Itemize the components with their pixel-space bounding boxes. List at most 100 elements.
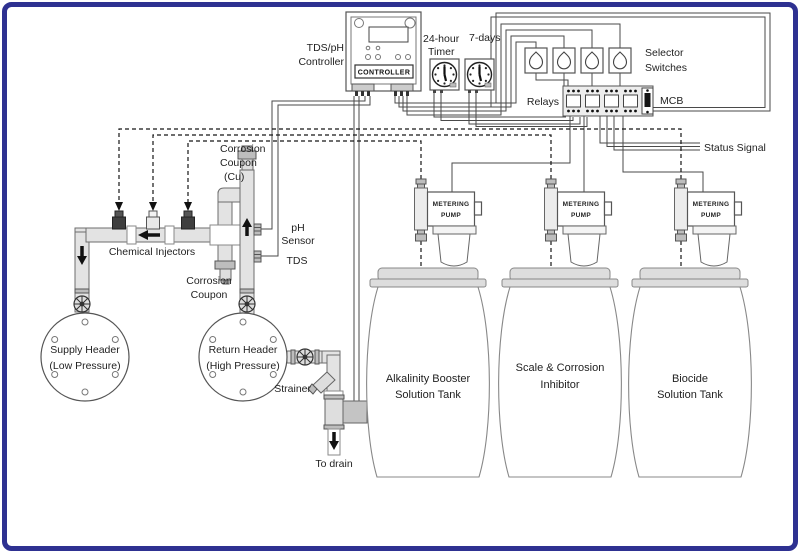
coupon-cu-collar [241, 158, 254, 171]
supply-header-label-2: (Low Pressure) [49, 360, 120, 372]
strainer-label: Strainer [274, 383, 311, 395]
drain-solenoid [342, 400, 368, 424]
tds-ph-controller: CONTROLLER TDS/pH Controller [298, 11, 422, 96]
coupon-label-2: Coupon [191, 289, 228, 301]
controller-screw-right [404, 17, 416, 29]
selector-label-2: Switches [645, 62, 687, 74]
controller-terminal-right [390, 83, 414, 92]
metering-pump-1: METERING PUMP [414, 178, 483, 267]
relay-block: Relays MCB [527, 85, 683, 117]
metering-pump-3: METERING PUMP [674, 178, 743, 267]
tank-3-label-2: Solution Tank [657, 389, 723, 401]
wire-sw1-relay [535, 73, 569, 87]
tank-1-label-1: Alkalinity Booster [386, 373, 471, 385]
chemical-injector-2 [146, 210, 160, 230]
ph-sensor [253, 223, 262, 236]
wire-pump-3 [622, 116, 704, 192]
tank-2-label-2: Inhibitor [540, 379, 579, 391]
timer-label-timer: Timer [428, 46, 455, 58]
strainer [312, 371, 336, 394]
piping [73, 145, 368, 456]
supply-header: Supply Header (Low Pressure) [40, 312, 130, 402]
controller-nameplate [354, 64, 414, 79]
wire-status-3 [613, 116, 700, 151]
pump-1-label-2: PUMP [441, 212, 461, 219]
controller-terminal-left [351, 83, 375, 92]
return-header: Return Header (High Pressure) [198, 312, 288, 402]
chemical-injector-3 [181, 210, 195, 230]
selector-switch-3 [580, 47, 604, 74]
metering-pump-2: METERING PUMP [544, 178, 613, 267]
selector-switch-2 [552, 47, 576, 74]
injection-arrow-2 [149, 202, 157, 211]
return-header-label-1: Return Header [209, 344, 278, 356]
pump-3-label-1: METERING [693, 201, 730, 208]
tank-biocide: Biocide Solution Tank [628, 267, 752, 478]
controller-nameplate-text: CONTROLLER [358, 70, 411, 77]
supply-isolation-valve [73, 288, 91, 320]
wire-switch-4 [406, 23, 621, 116]
pipe-coupling-1 [126, 225, 137, 245]
dosing-line-alkalinity [187, 140, 422, 202]
supply-header-label-1: Supply Header [50, 344, 120, 356]
wire-timer-1a [433, 91, 566, 118]
flow-arrow-drain [329, 432, 339, 450]
relay-2 [585, 89, 600, 113]
selector-switch-1 [524, 47, 548, 74]
relay-1 [566, 89, 581, 113]
pump-3-label-2: PUMP [701, 212, 721, 219]
corrosion-coupon-cap [222, 279, 230, 285]
flow-arrow-up-riser [242, 218, 252, 236]
mcb [641, 87, 654, 115]
selector-label-1: Selector [645, 47, 684, 59]
coupon-cu-label-2: Coupon [220, 157, 257, 169]
controller-label-1: TDS/pH [307, 42, 344, 54]
wire-tds-sensor [261, 96, 371, 257]
relay-3 [604, 89, 619, 113]
chemical-injector-1 [112, 210, 126, 230]
pipe-coupling-2 [164, 225, 175, 245]
tank-scale-corrosion-inhibitor: Scale & Corrosion Inhibitor [498, 267, 622, 478]
drain-valve-bottom-flange [323, 424, 345, 430]
corrosion-coupon-fitting [214, 260, 236, 270]
coupon-cu-label-1: Corrosion [220, 143, 266, 155]
tds-label: TDS [287, 255, 308, 267]
selector-switch-4 [608, 47, 632, 74]
tds-sensor [253, 250, 262, 263]
timer-label-24h: 24-hour [423, 33, 460, 45]
wire-switch-2 [398, 35, 565, 108]
pump-2-label-1: METERING [563, 201, 600, 208]
dosing-line-inhibitor [152, 134, 552, 202]
wire-switch-3 [402, 29, 593, 112]
wire-pump-1 [451, 116, 571, 192]
control-wiring [261, 12, 771, 401]
dosing-line-biocide [118, 128, 682, 202]
controller-label-2: Controller [298, 56, 344, 68]
mcb-label: MCB [660, 95, 683, 107]
status-signal-label: Status Signal [704, 142, 766, 154]
strainer-cap [307, 383, 318, 395]
wire-timer-2a [468, 91, 581, 125]
chemical-injectors-label: Chemical Injectors [109, 246, 195, 258]
wire-switch-1 [394, 41, 537, 104]
flow-arrow-down-supply [77, 246, 87, 265]
return-header-label-2: (High Pressure) [206, 360, 280, 372]
drain-valve-top-flange [323, 394, 345, 400]
dosing-lines [115, 128, 682, 270]
tank-1-label-2: Solution Tank [395, 389, 461, 401]
controller-screw-left [354, 18, 364, 28]
ph-label-2: Sensor [281, 235, 315, 247]
selector-switches: Selector Switches [524, 47, 687, 74]
tank-2-label-1: Scale & Corrosion [516, 362, 605, 374]
injection-arrow-3 [184, 202, 192, 211]
to-drain-label: To drain [315, 458, 353, 470]
flow-arrow-left [138, 230, 160, 240]
wire-timer-1b [440, 91, 574, 121]
controller-display [368, 26, 409, 43]
drain-valve-body [324, 397, 344, 427]
wire-status-1 [599, 116, 700, 144]
ph-label-1: pH [291, 222, 304, 234]
